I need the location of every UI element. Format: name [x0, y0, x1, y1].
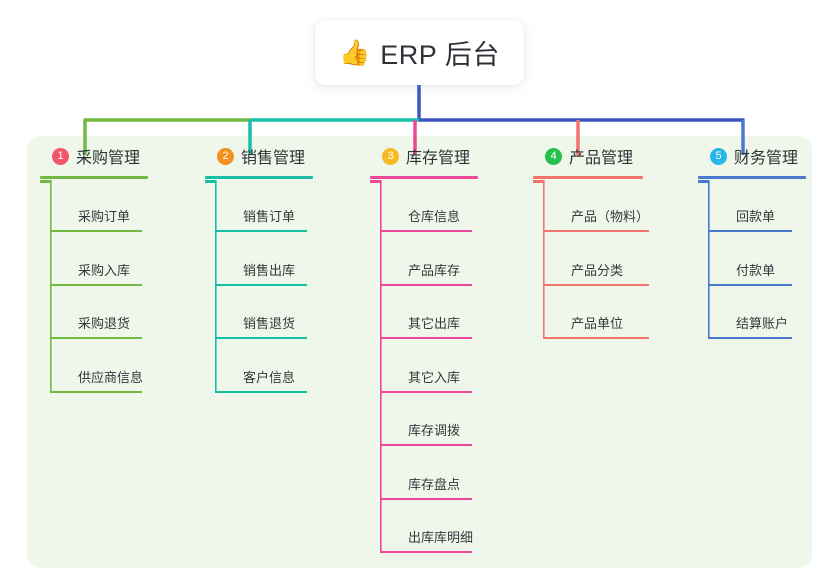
leaf-item-underline: [50, 337, 142, 339]
leaf-item[interactable]: 产品单位: [543, 309, 649, 339]
branch-header-underline: [40, 176, 148, 179]
leaf-item-label: 客户信息: [243, 369, 296, 385]
leaf-item[interactable]: 销售退货: [215, 309, 307, 339]
thumbs-up-icon: 👍: [339, 38, 371, 67]
leaf-item-label: 回款单: [736, 209, 776, 224]
leaf-item-label: 出库库明细: [408, 530, 474, 545]
diagram-background-panel: [27, 136, 812, 568]
leaf-item[interactable]: 付款单: [708, 256, 792, 286]
leaf-item-underline: [50, 283, 142, 286]
branch-header-underline: [370, 176, 478, 179]
leaf-item-underline: [215, 283, 307, 286]
leaf-item[interactable]: 库存调拨: [380, 416, 472, 446]
leaf-item-underline: [380, 283, 472, 286]
branch-title: 库存管理: [406, 150, 471, 167]
branch-number-badge: 4: [545, 147, 562, 165]
leaf-item-label: 结算账户: [736, 316, 789, 331]
leaf-item-underline: [708, 230, 792, 232]
leaf-item-underline: [380, 390, 472, 393]
leaf-item-underline: [215, 390, 307, 393]
leaf-item[interactable]: 回款单: [708, 202, 792, 232]
leaf-item-label: 采购入库: [78, 262, 131, 278]
leaf-item-underline: [708, 337, 792, 339]
branch-column-4: 4 产品管理: [533, 144, 643, 179]
leaf-item-underline: [708, 283, 792, 286]
leaf-item[interactable]: 其它出库: [380, 309, 472, 339]
leaf-item[interactable]: 供应商信息: [50, 363, 144, 393]
leaf-item-label: 产品单位: [571, 316, 624, 331]
branch-column-1: 1 采购管理: [40, 144, 148, 179]
leaf-item-label: 销售出库: [243, 262, 296, 278]
leaf-item[interactable]: 采购退货: [50, 309, 142, 339]
leaf-item[interactable]: 其它入库: [380, 363, 472, 393]
root-node-title: ERP 后台: [380, 40, 500, 70]
branch-header-2[interactable]: 2 销售管理: [205, 144, 313, 168]
leaf-item-underline: [543, 337, 649, 339]
leaf-item-underline: [543, 283, 649, 286]
branch-header-underline: [205, 176, 313, 179]
leaf-item-underline: [50, 230, 142, 232]
branch-column-2: 2 销售管理: [205, 144, 313, 179]
branch-title: 采购管理: [76, 150, 141, 167]
leaf-item[interactable]: 采购入库: [50, 256, 142, 286]
leaf-item-label: 库存调拨: [408, 423, 461, 438]
branch-column-3: 3 库存管理: [370, 144, 478, 179]
leaf-item[interactable]: 采购订单: [50, 202, 142, 232]
leaf-item-label: 销售订单: [243, 209, 296, 224]
leaf-item[interactable]: 出库库明细: [380, 523, 474, 553]
branch-title: 销售管理: [241, 150, 306, 167]
branch-number-badge: 3: [382, 147, 399, 165]
leaf-item[interactable]: 库存盘点: [380, 470, 472, 500]
branch-header-5[interactable]: 5 财务管理: [698, 144, 806, 168]
leaf-item-label: 采购退货: [78, 316, 131, 331]
leaf-item-underline: [50, 390, 142, 393]
leaf-item[interactable]: 产品库存: [380, 256, 472, 286]
leaf-item[interactable]: 销售订单: [215, 202, 307, 232]
leaf-item-label: 付款单: [736, 262, 776, 278]
branch-number-badge: 2: [217, 147, 234, 165]
leaf-item-underline: [543, 230, 649, 232]
leaf-item-label: 销售退货: [243, 316, 296, 331]
root-node[interactable]: 👍 ERP 后台: [315, 20, 524, 85]
leaf-item[interactable]: 产品（物料）: [543, 202, 649, 232]
leaf-item[interactable]: 客户信息: [215, 363, 307, 393]
leaf-item-label: 其它出库: [408, 316, 461, 331]
leaf-item-underline: [380, 551, 472, 553]
leaf-item-underline: [380, 497, 472, 500]
branch-title: 产品管理: [569, 150, 634, 167]
leaf-item-label: 其它入库: [408, 369, 461, 385]
leaf-item-underline: [380, 337, 472, 339]
leaf-item-label: 产品（物料）: [571, 209, 650, 224]
branch-header-underline: [698, 176, 806, 179]
branch-title: 财务管理: [734, 150, 799, 167]
leaf-item-label: 采购订单: [78, 209, 131, 224]
leaf-item-underline: [380, 444, 472, 446]
branch-header-4[interactable]: 4 产品管理: [533, 144, 643, 168]
leaf-item-label: 库存盘点: [408, 476, 461, 492]
leaf-item-underline: [215, 337, 307, 339]
branch-number-badge: 1: [52, 147, 69, 165]
leaf-item-label: 仓库信息: [408, 209, 461, 224]
leaf-item[interactable]: 销售出库: [215, 256, 307, 286]
leaf-item-label: 产品分类: [571, 262, 624, 278]
leaf-item-underline: [215, 230, 307, 232]
leaf-item-label: 产品库存: [408, 262, 461, 278]
branch-column-5: 5 财务管理: [698, 144, 806, 179]
leaf-item-underline: [380, 230, 472, 232]
branch-header-1[interactable]: 1 采购管理: [40, 144, 148, 168]
leaf-item[interactable]: 结算账户: [708, 309, 792, 339]
leaf-item[interactable]: 产品分类: [543, 256, 649, 286]
leaf-item[interactable]: 仓库信息: [380, 202, 472, 232]
branch-header-3[interactable]: 3 库存管理: [370, 144, 478, 168]
branch-number-badge: 5: [710, 147, 727, 165]
leaf-item-label: 供应商信息: [78, 369, 144, 385]
branch-header-underline: [533, 176, 643, 179]
